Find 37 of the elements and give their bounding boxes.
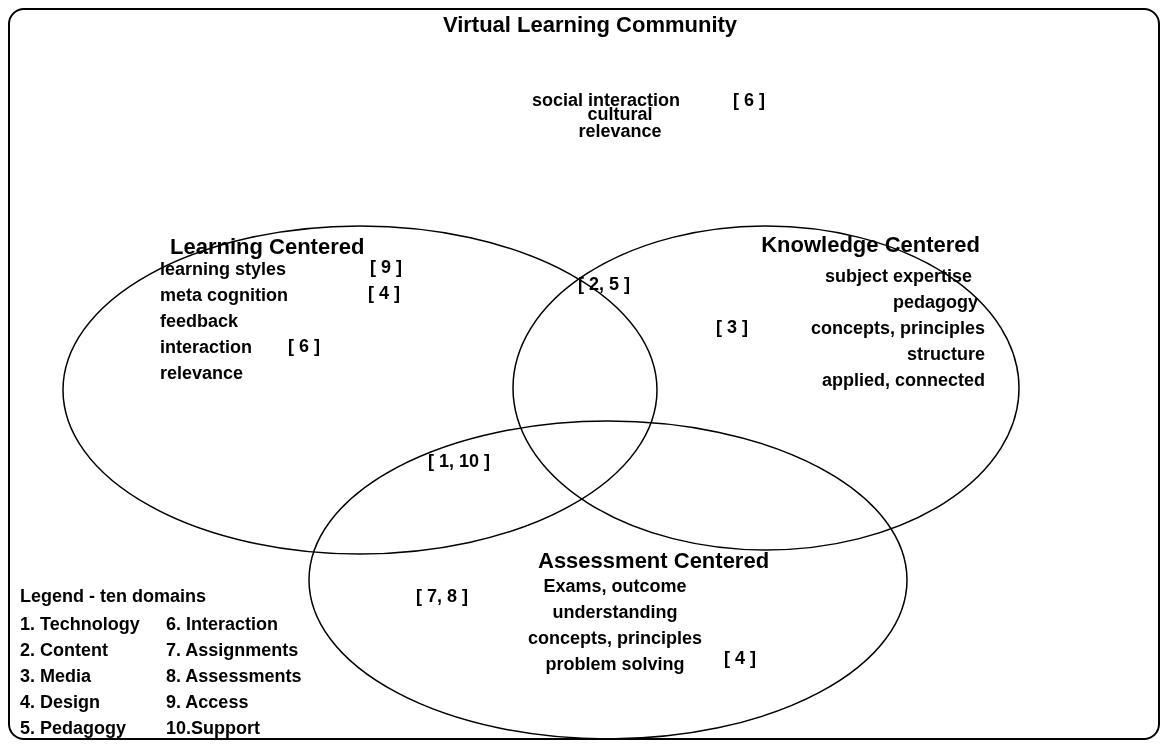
legend-item: 3. Media [20,665,92,687]
legend-item: 6. Interaction [166,613,279,635]
circle-item: feedback [160,310,239,332]
circle-item: understanding [552,601,678,623]
circle-item: relevance [160,362,244,384]
circle-item: [ 6 ] [733,89,765,111]
circle-item: [ 7, 8 ] [416,585,468,607]
legend-item: 5. Pedagogy [20,717,127,739]
circle-item: [ 4 ] [368,282,400,304]
circle-item: [ 4 ] [724,647,756,669]
legend-item: 8. Assessments [166,665,302,687]
circle-item: problem solving [545,653,685,675]
circle-item: meta cognition [160,284,288,306]
legend-item: 9. Access [166,691,249,713]
overlap-label: [ 1, 10 ] [428,450,491,472]
circle-item: interaction [160,336,252,358]
circle-item: [ 3 ] [716,316,748,338]
legend-item: 4. Design [20,691,101,713]
overlap-label: [ 2, 5 ] [578,273,630,295]
circle-item: structure [906,343,985,365]
circle-item: pedagogy [893,291,978,313]
circle-item: learning styles [160,259,287,280]
circle-item: [ 6 ] [288,335,320,357]
legend-item: 2. Content [20,639,108,661]
circle-item: applied, connected [821,369,985,391]
legend-item: 7. Assignments [166,639,299,661]
legend-heading: Legend - ten domains [20,585,206,607]
legend-item: 10.Support [166,717,260,739]
legend-item: 1. Technology [20,613,140,635]
circle-item: concepts, principles [810,317,985,339]
circle-item: concepts, principles [527,627,703,649]
circle-item: Exams, outcome [543,575,687,597]
circle-heading: Assessment Centered [538,548,770,574]
circle-item: [ 9 ] [370,256,402,278]
circle-item: cultural relevance [578,106,662,140]
circle-heading: Virtual Learning Community [442,12,738,38]
circle-heading: Knowledge Centered [761,232,980,258]
